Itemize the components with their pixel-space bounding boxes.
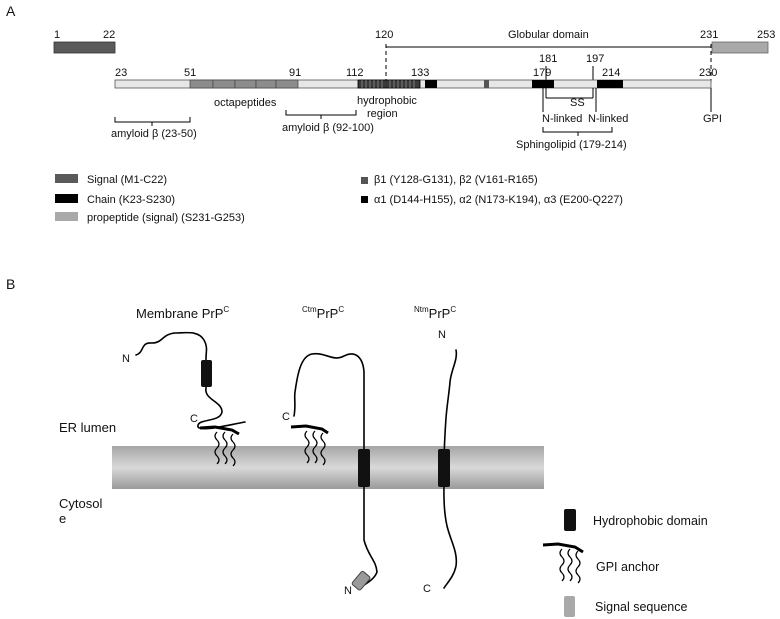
er-lumen-label: ER lumen [59,420,116,435]
signal-end-number: 22 [103,29,115,41]
legend-signal-label: Signal (M1-C22) [87,174,167,186]
pos-197: 197 [586,53,604,65]
ctm-prpc-topology: C N [282,352,378,597]
pos-230: 230 [699,67,717,79]
legend-alpha-swatch [361,196,368,203]
legend-signal-swatch [55,174,78,183]
pos-91: 91 [289,67,301,79]
octapeptides-label: octapeptides [214,97,277,109]
propeptide-box [711,41,769,54]
membrane-prp-chain [135,331,246,430]
membrane-prp-hydrophobic-domain [201,360,212,387]
legend-signal-sequence-label: Signal sequence [595,600,687,614]
legend-hydrophobic-label: Hydrophobic domain [593,514,708,528]
panel-a-label: A [6,3,16,19]
legend-gpi-label: GPI anchor [596,560,659,574]
legend-hydrophobic-icon [564,509,576,531]
membrane-prp-gpi-anchor [199,425,240,436]
ctm-prp-c-terminus: C [282,411,290,423]
membrane-prp-gpi-tails [214,431,236,467]
legend-chain-swatch [55,194,78,203]
ntm-prp-n-terminus: N [438,329,446,341]
n-linked-label-2: N-linked [588,113,628,125]
ctm-prp-n-terminus: N [344,585,352,597]
pos-214: 214 [602,67,620,79]
ctm-prp-title: CtmPrPC [302,305,344,321]
ctm-prp-signal-sequence [351,570,371,591]
membrane-prp-c-terminus: C [190,413,198,425]
helix-1-block [425,80,437,88]
membrane-prp-title: Membrane PrPC [136,305,229,321]
pos-51: 51 [184,67,196,79]
globular-domain-label: Globular domain [508,29,589,41]
hydrophobic-region-segment [357,79,421,89]
pos-179: 179 [533,67,551,79]
signal-peptide-box [53,41,116,54]
octapeptide-repeat [275,79,299,89]
amyloid-2-brace [285,110,357,119]
er-membrane [112,446,544,489]
amyloid-1-brace [114,117,191,126]
legend-chain-label: Chain (K23-S230) [87,194,175,206]
legend-alpha-label: α1 (D144-H155), α2 (N173-K194), α3 (E200… [374,194,623,206]
ntm-prpc-topology: N C [423,329,458,595]
globular-start-number: 120 [375,29,393,41]
sphingolipid-label: Sphingolipid (179-214) [516,139,627,151]
hydrophobic-label-2: region [367,108,398,120]
hydrophobic-label-1: hydrophobic [357,95,417,107]
panel-b-label: B [6,276,15,292]
ntm-prp-hydrophobic-domain [438,449,450,487]
n-linked-label-1: N-linked [542,113,582,125]
ss-label: SS [570,97,585,109]
propeptide-start-number: 231 [700,29,718,41]
legend-gpi-tails-icon [559,548,581,584]
octapeptide-repeat [234,79,257,89]
pos-133: 133 [411,67,429,79]
membrane-prpc-topology: N C [122,331,246,467]
cytosol-label-1: Cytosol [59,496,102,511]
ctm-prp-hydrophobic-domain [358,449,370,487]
helix-2-block [532,80,554,88]
ctm-prp-chain [293,352,378,588]
hydrophobic-hatching [361,80,415,88]
legend-beta-label: β1 (Y128-G131), β2 (V161-R165) [374,174,538,186]
ctm-prp-gpi-anchor [290,424,329,435]
legend-gpi-anchor-icon [542,542,584,554]
legend-signal-sequence-icon [564,596,575,617]
legend-beta-swatch [361,177,368,184]
ctm-prp-gpi-tails [304,430,326,466]
octapeptide-repeats [189,79,299,89]
octapeptide-repeat [255,79,277,89]
legend-propeptide-swatch [55,212,78,221]
amyloid-1-label: amyloid β (23-50) [111,128,197,140]
legend-propeptide-label: propeptide (signal) (S231-G253) [87,212,245,224]
propeptide-end-number: 253 [757,29,775,41]
gpi-label: GPI [703,113,722,125]
octapeptide-repeat [189,79,214,89]
pos-181: 181 [539,53,557,65]
octapeptide-repeat [212,79,236,89]
pos-112: 112 [346,67,364,79]
cytosol-label-2: e [59,511,66,526]
pos-23: 23 [115,67,127,79]
ntm-prp-title: NtmPrPC [414,305,456,321]
ntm-prp-c-terminus: C [423,583,431,595]
signal-start-number: 1 [54,29,60,41]
amyloid-2-label: amyloid β (92-100) [282,122,374,134]
beta-2-block [484,80,489,88]
sphingolipid-brace [542,127,613,136]
helix-3-block [597,80,623,88]
membrane-prp-n-terminus: N [122,353,130,365]
